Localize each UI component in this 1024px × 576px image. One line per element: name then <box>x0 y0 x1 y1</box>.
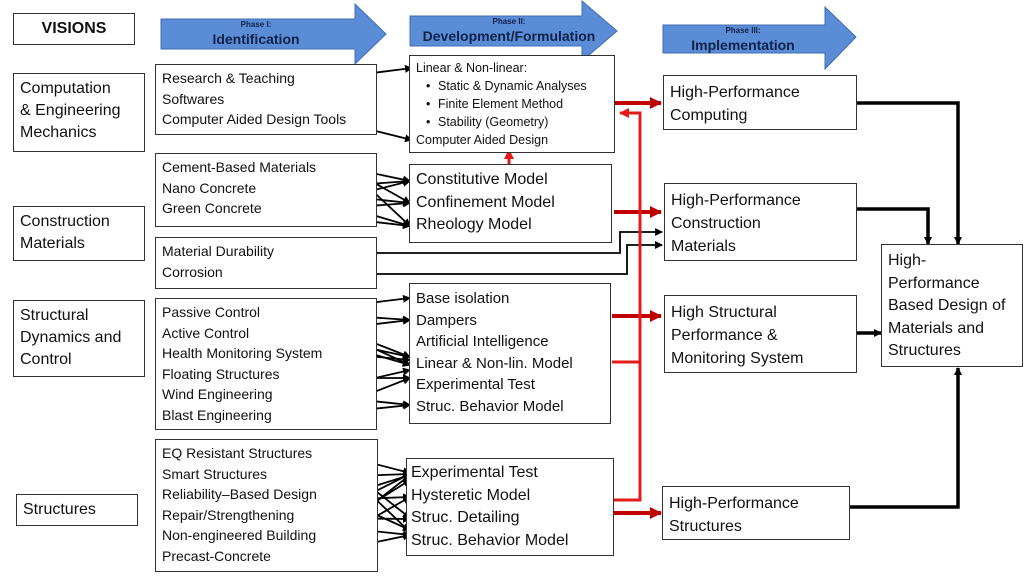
impl-line: High Structural <box>671 304 777 321</box>
dev-bullet: Static & Dynamic Analyses <box>416 77 608 95</box>
impl-line: High-Performance <box>669 495 799 512</box>
dev-item: Constitutive Model <box>416 171 548 188</box>
ident-item: Material Durability <box>162 243 275 259</box>
ident-structures: EQ Resistant Structures Smart Structures… <box>155 439 378 572</box>
ident-durability: Material Durability Corrosion <box>155 237 377 289</box>
impl-line: Monitoring System <box>671 350 804 367</box>
impl-line: Computing <box>670 107 748 124</box>
phase-3-title: Implementation <box>691 37 795 53</box>
phase-1-small: Phase I: <box>240 20 272 29</box>
dev-item: Rheology Model <box>416 216 532 233</box>
dev-material-models: Constitutive Model Confinement Model Rhe… <box>409 164 612 243</box>
ident-computation: Research & Teaching Softwares Computer A… <box>155 64 377 135</box>
vision-line: Control <box>20 351 72 368</box>
outcome-line: Structures <box>888 342 961 359</box>
impl-line: High-Performance <box>670 84 800 101</box>
ident-item: Green Concrete <box>162 200 262 216</box>
vision-line: Computation <box>20 80 111 97</box>
dev-bullet: Stability (Geometry) <box>416 113 608 131</box>
ident-dynamics: Passive Control Active Control Health Mo… <box>155 298 377 430</box>
phase-2-title: Development/Formulation <box>422 28 596 44</box>
vision-dynamics: Structural Dynamics and Control <box>13 300 145 377</box>
vision-line: Mechanics <box>20 124 97 141</box>
vision-structures: Structures <box>16 494 138 526</box>
dev-bullet: Finite Element Method <box>416 95 608 113</box>
visions-header: VISIONS <box>13 13 135 45</box>
ident-item: Smart Structures <box>162 465 268 482</box>
impl-monitoring: High Structural Performance & Monitoring… <box>664 295 857 373</box>
ident-item: Softwares <box>162 90 225 107</box>
dev-item: Struc. Behavior Model <box>416 397 564 415</box>
impl-materials: High-Performance Construction Materials <box>664 183 857 261</box>
phase-1-title: Identification <box>212 31 300 47</box>
dev-item: Experimental Test <box>411 464 538 481</box>
phase-2-label: Phase II: Development/Formulation <box>410 17 608 45</box>
outcome-line: High- <box>888 252 927 269</box>
impl-computing: High-Performance Computing <box>663 75 857 130</box>
dev-footer: Computer Aided Design <box>416 133 549 147</box>
outcome-line: Performance <box>888 274 980 292</box>
ident-item: Health Monitoring System <box>162 345 323 361</box>
outcome-line: Based Design of <box>888 297 1006 314</box>
ident-item: Active Control <box>162 324 250 341</box>
ident-item: EQ Resistant Structures <box>162 445 313 461</box>
impl-line: Structures <box>669 518 742 535</box>
outcome-line: Materials and <box>888 319 985 337</box>
ident-item: Reliability–Based Design <box>162 486 317 502</box>
phase-3-small: Phase III: <box>725 26 761 35</box>
dev-item: Confinement Model <box>416 193 555 211</box>
ident-item: Corrosion <box>162 263 223 280</box>
ident-item: Research & Teaching <box>162 70 295 86</box>
vision-line: Construction <box>20 213 110 230</box>
ident-item: Blast Engineering <box>162 406 272 423</box>
vision-line: Structures <box>23 501 96 518</box>
vision-line: Structural <box>20 307 89 324</box>
impl-line: Construction <box>671 215 761 232</box>
dev-item: Hysteretic Model <box>411 486 531 504</box>
ident-item: Wind Engineering <box>162 386 273 402</box>
ident-item: Floating Structures <box>162 365 280 382</box>
dev-dynamics-models: Base isolation Dampers Artificial Intell… <box>409 283 611 424</box>
visions-label: VISIONS <box>41 20 107 37</box>
outcome-box: High- Performance Based Design of Materi… <box>881 244 1023 367</box>
impl-line: Materials <box>671 238 736 255</box>
ident-materials: Cement-Based Materials Nano Concrete Gre… <box>155 153 377 227</box>
dev-heading: Linear & Non-linear: <box>416 61 528 75</box>
dev-item: Dampers <box>416 311 477 329</box>
dev-structure-models: Experimental Test Hysteretic Model Struc… <box>406 458 614 556</box>
ident-item: Nano Concrete <box>162 179 257 196</box>
impl-line: Performance & <box>671 327 778 344</box>
phase-1-label: Phase I: Identification <box>161 20 351 48</box>
dev-analysis: Linear & Non-linear: Static & Dynamic An… <box>409 55 615 153</box>
vision-line: & Engineering <box>20 102 121 119</box>
flow-arrows-red <box>612 97 662 519</box>
impl-structures: High-Performance Structures <box>662 486 850 540</box>
ident-item: Computer Aided Design Tools <box>162 111 347 127</box>
vision-line: Materials <box>20 235 85 252</box>
vision-line: Dynamics and <box>20 329 122 346</box>
phase-2-small: Phase II: <box>492 17 526 26</box>
ident-item: Non-engineered Building <box>162 527 317 543</box>
dev-item: Artificial Intelligence <box>416 333 549 350</box>
impl-line: High-Performance <box>671 192 801 209</box>
dev-item: Struc. Detailing <box>411 509 520 526</box>
ident-item: Repair/Strengthening <box>162 506 295 523</box>
dev-item: Struc. Behavior Model <box>411 531 569 549</box>
dev-item: Linear & Non-lin. Model <box>416 354 573 372</box>
ident-item: Cement-Based Materials <box>162 159 317 175</box>
dev-item: Base isolation <box>416 290 510 307</box>
ident-item: Passive Control <box>162 304 261 320</box>
phase-3-label: Phase III: Implementation <box>663 26 823 54</box>
dev-item: Experimental Test <box>416 376 535 393</box>
vision-computation: Computation & Engineering Mechanics <box>13 73 145 152</box>
ident-item: Precast-Concrete <box>162 547 271 564</box>
vision-materials: Construction Materials <box>13 206 145 261</box>
